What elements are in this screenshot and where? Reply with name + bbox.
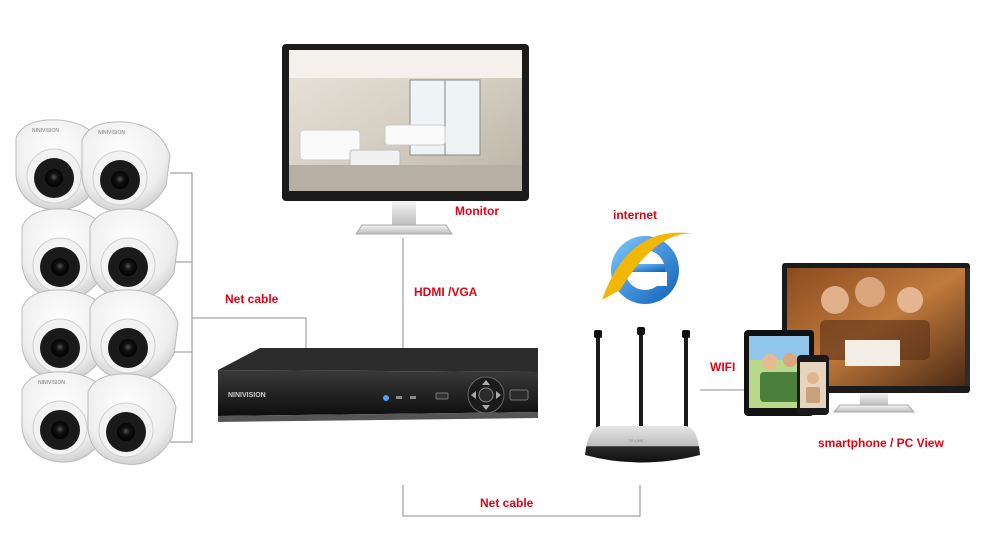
pc-monitor — [782, 263, 970, 413]
dvr-brand: NINIVISION — [228, 392, 266, 399]
monitor — [282, 44, 529, 235]
camera-3 — [21, 208, 109, 300]
camera-5 — [21, 289, 109, 381]
camera-1: NINIVISION — [15, 119, 103, 211]
wifi-label: WIFI — [710, 360, 736, 374]
internet-label: internet — [613, 208, 658, 222]
camera-8 — [87, 373, 177, 465]
connection-lines — [170, 172, 745, 517]
net-cable-router-line — [402, 485, 641, 517]
camera-bus-line — [170, 172, 193, 443]
camera-7: NINIVISION — [21, 371, 109, 463]
power-led — [383, 395, 389, 401]
svg-text:TP-LINK: TP-LINK — [628, 438, 644, 443]
camera-brand: NINIVISION — [32, 128, 59, 134]
dvr-recorder: NINIVISION — [218, 348, 538, 422]
camera-2: NINIVISION — [81, 121, 171, 213]
view-label: smartphone / PC View — [818, 436, 944, 450]
camera-6 — [89, 289, 179, 381]
net-cable-camera-label: Net cable — [225, 292, 279, 306]
wifi-router: TP-LINK — [585, 327, 700, 463]
svg-text:NINIVISION: NINIVISION — [38, 380, 65, 386]
net-cable-camera-line — [192, 317, 307, 348]
smartphone — [797, 355, 829, 415]
camera-group: NINIVISION NINIVISION — [15, 119, 179, 465]
internet-icon — [602, 232, 700, 304]
camera-4 — [89, 208, 179, 300]
svg-text:NINIVISION: NINIVISION — [98, 130, 125, 136]
monitor-label: Monitor — [455, 204, 499, 218]
hdmi-vga-label: HDMI /VGA — [414, 285, 478, 299]
net-cable-router-label: Net cable — [480, 496, 534, 510]
